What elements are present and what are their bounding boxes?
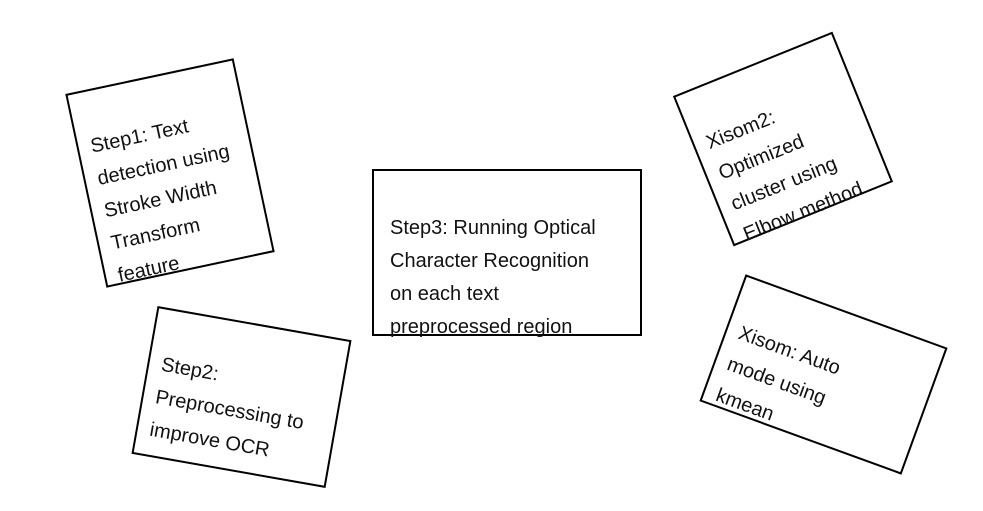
xisom2-box: Xisom2: Optimized cluster using Elbow me… <box>672 31 894 247</box>
step3-label: Step3: Running Optical Character Recogni… <box>390 217 596 338</box>
step2-box: Step2: Preprocessing to improve OCR <box>131 306 352 488</box>
step1-box: Step1: Text detection using Stroke Width… <box>65 58 275 288</box>
step2-label: Step2: Preprocessing to improve OCR <box>148 353 306 462</box>
step3-box: Step3: Running Optical Character Recogni… <box>372 169 642 338</box>
diagram-canvas: Step1: Text detection using Stroke Width… <box>65 31 948 488</box>
step1-label: Step1: Text detection using Stroke Width… <box>88 115 232 287</box>
xisom-label: Xisom: Auto mode using kmean <box>712 322 844 426</box>
xisom2-label: Xisom2: Optimized cluster using Elbow me… <box>703 106 866 246</box>
xisom-box: Xisom: Auto mode using kmean <box>699 274 948 475</box>
